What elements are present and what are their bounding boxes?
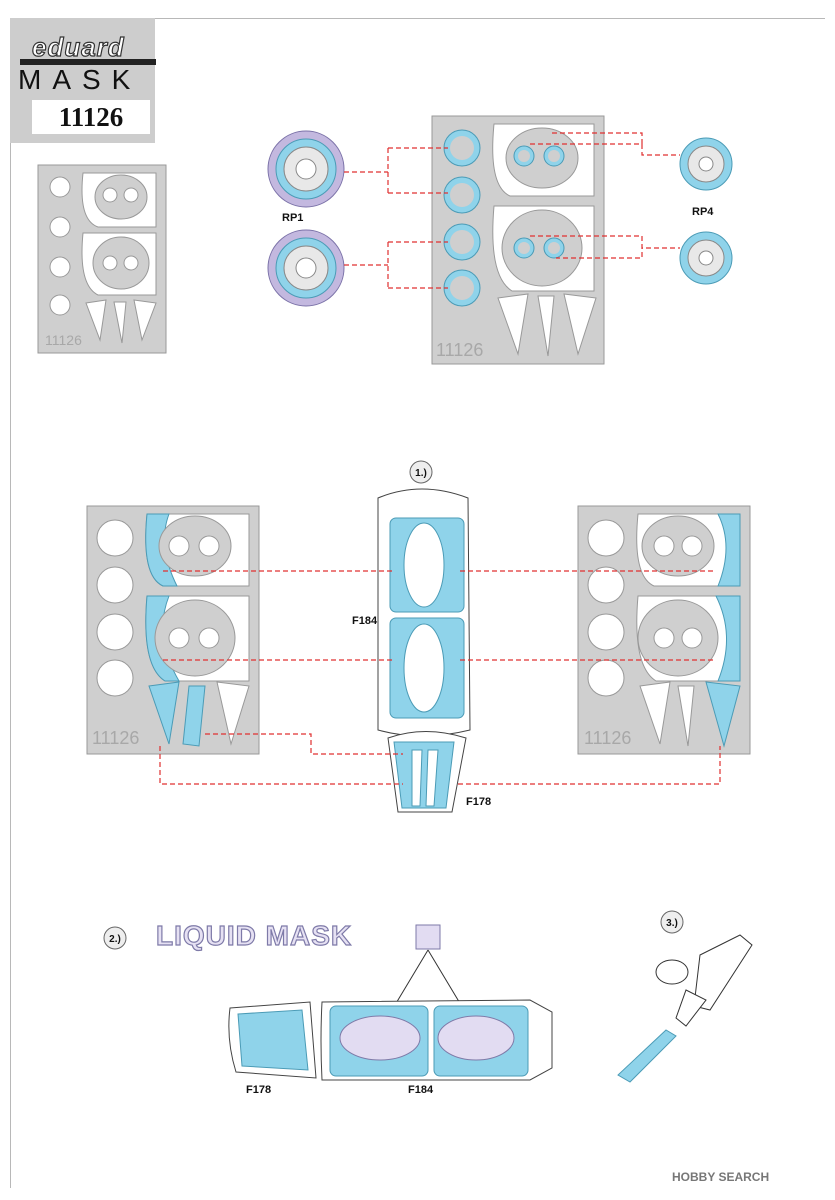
watermark: HOBBY SEARCH [672,1170,770,1184]
sheet-mid-right [577,505,751,755]
label-rp4: RP4 [692,206,714,218]
logo-product: MASK [18,64,142,95]
label-f178: F178 [466,796,492,808]
sheet-mid-right-number: 11126 [584,728,631,748]
eduard-logo: eduard MASK 11126 [10,18,156,143]
leader-lines-top [344,132,680,289]
applicator-illustration [617,934,753,1083]
step1-label: 1.) [415,468,427,479]
step1-badge [409,460,433,484]
step2-badge [103,926,127,950]
label-f184: F184 [352,615,378,627]
page-frame [10,18,825,1188]
label-f184-side: F184 [408,1084,434,1096]
wheel-rp4-b [679,231,733,285]
step2-label: 2.) [109,934,121,945]
liquid-mask-heading: LIQUID MASK [155,919,353,951]
leader-lines-middle [159,570,721,785]
sheet-main [431,115,605,365]
canopy-side-view [228,999,553,1081]
sheet-mid-left-number: 11126 [92,728,139,748]
wheel-rp1-b [267,229,345,307]
logo-rule [20,59,156,65]
liquid-mask-swatch [415,924,441,950]
wheel-rp4-a [679,137,733,191]
wheel-rp1-a [267,130,345,208]
label-f178-side: F178 [246,1084,272,1096]
label-rp1: RP1 [282,212,304,224]
logo-code: 11126 [32,100,150,134]
sheet-main-number: 11126 [436,340,483,360]
logo-brand: eduard [31,31,125,62]
sheet-mid-left [86,505,260,755]
step3-badge [660,910,684,934]
step3-label: 3.) [666,918,678,929]
canopy-top-view [377,488,471,813]
sheet-small [37,164,167,354]
sheet-small-number: 11126 [45,332,82,348]
